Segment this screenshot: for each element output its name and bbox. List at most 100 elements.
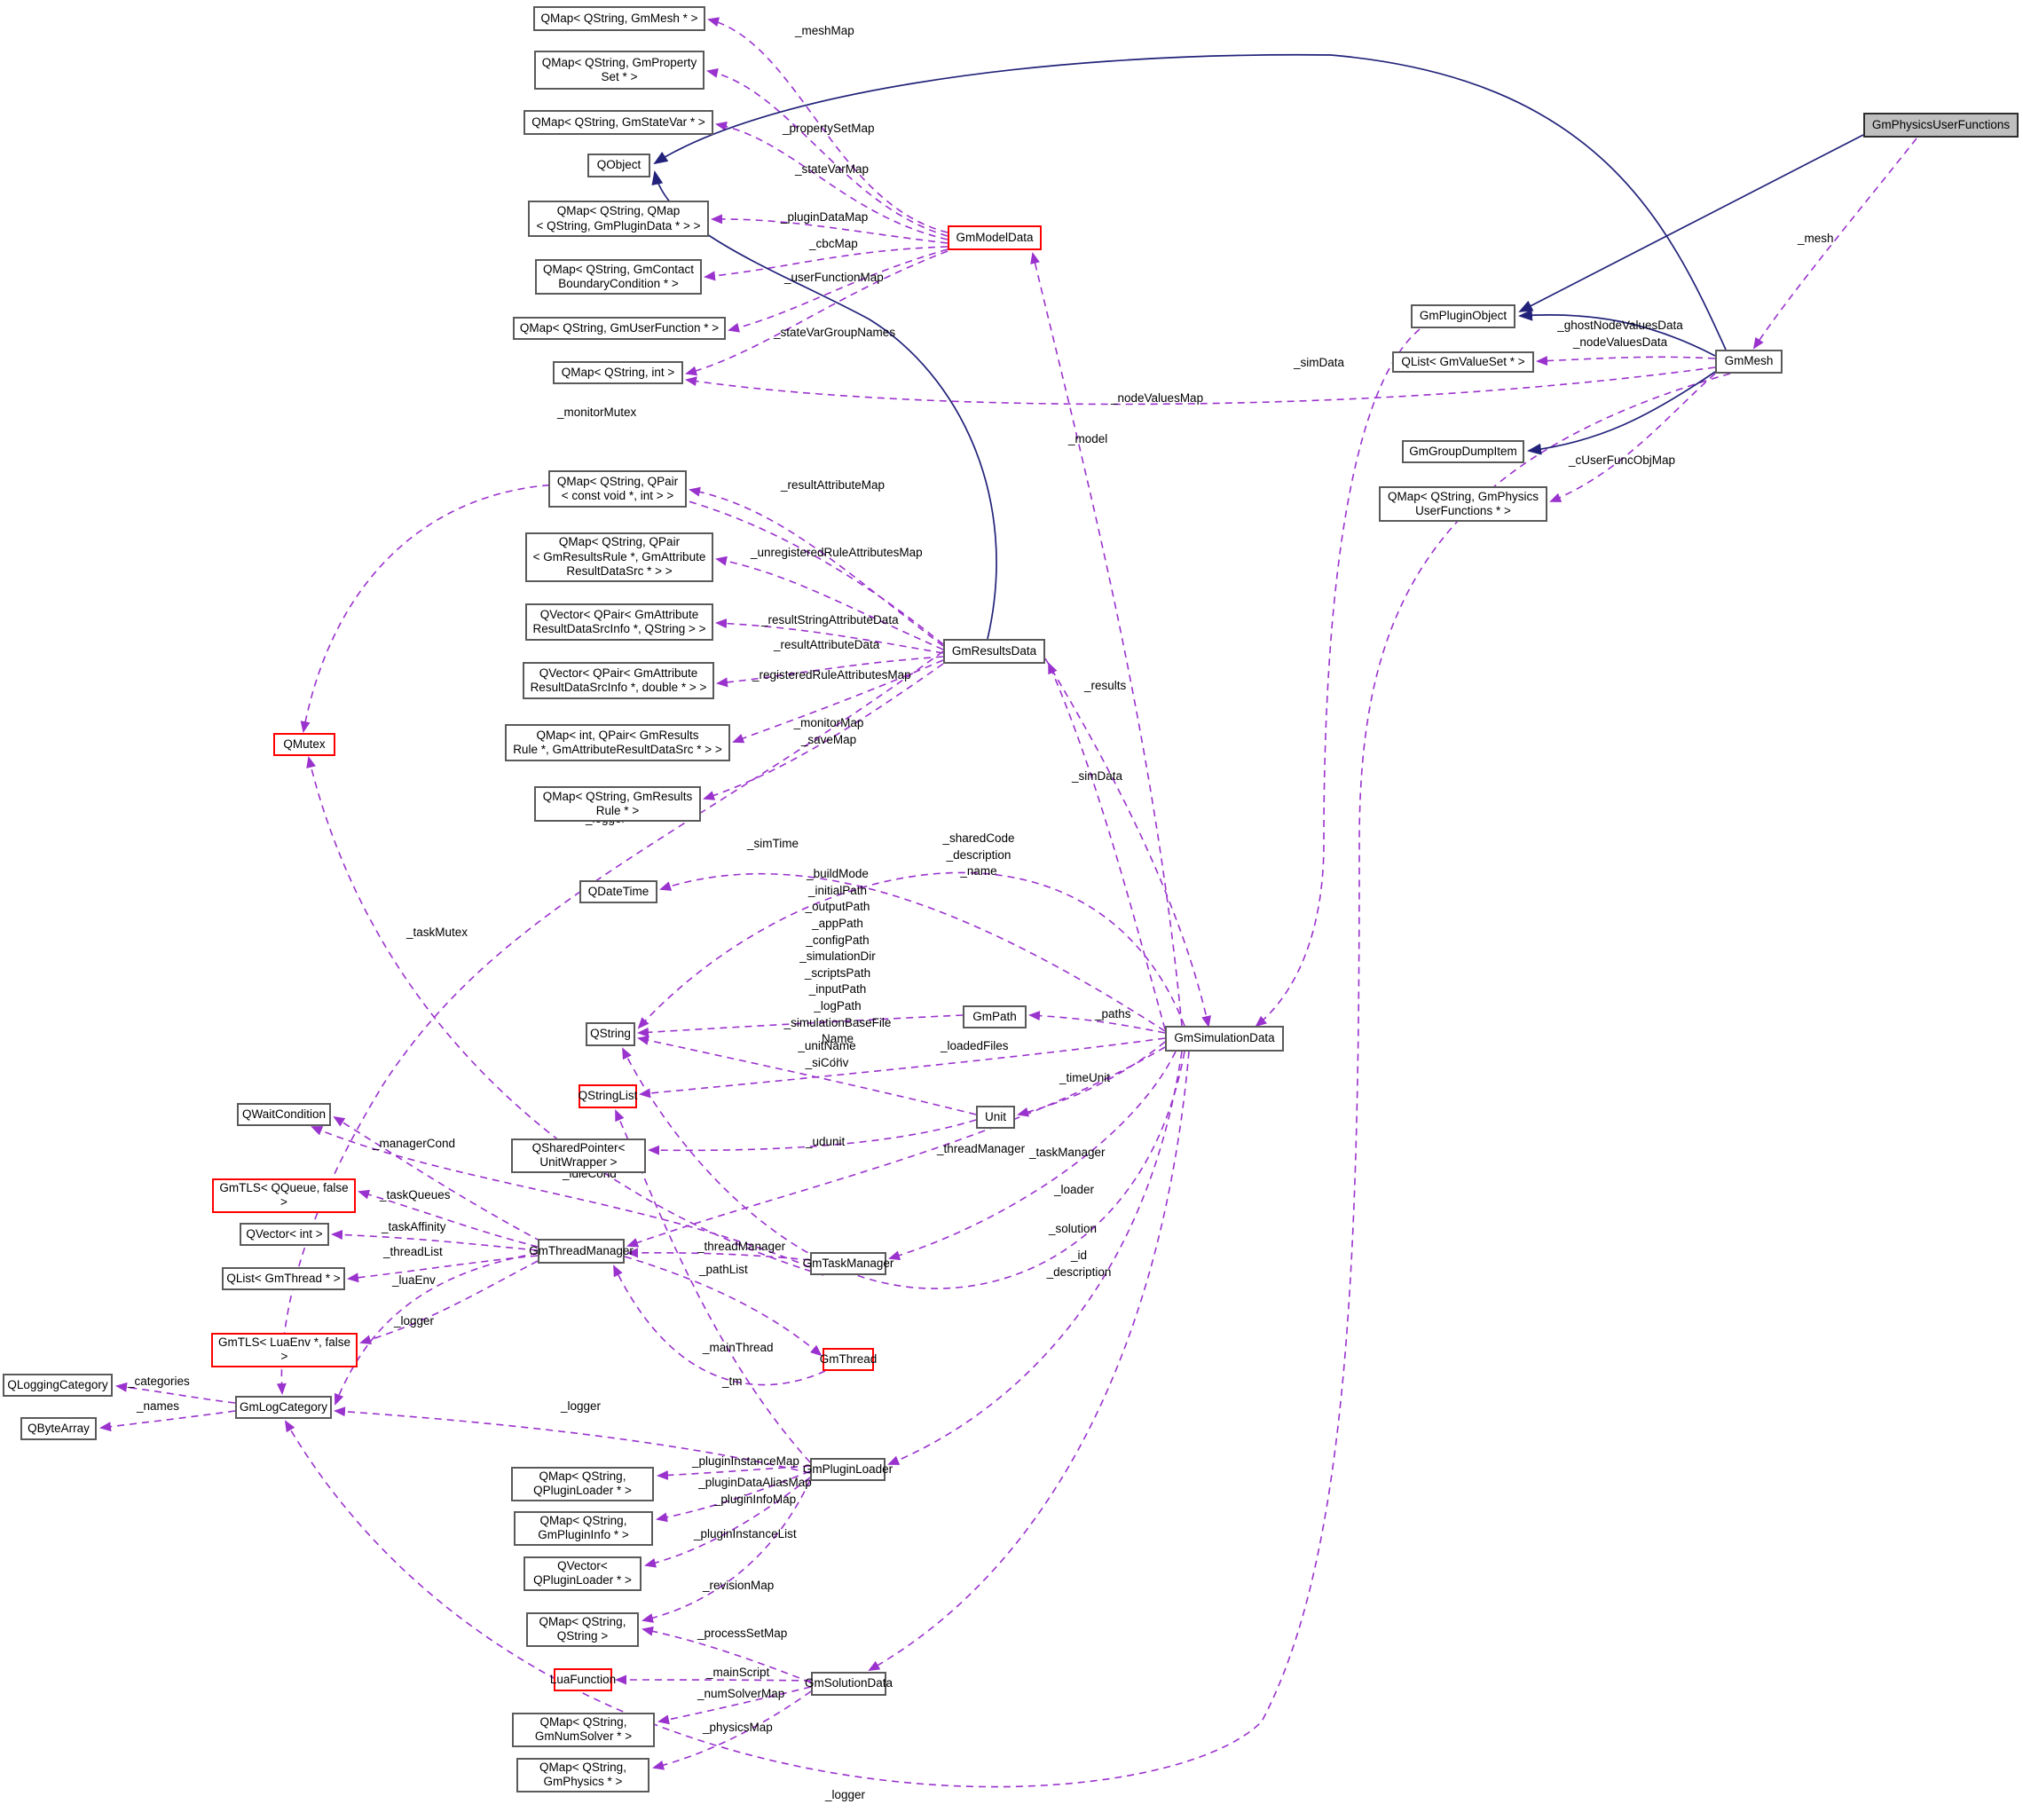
edge-label-cbcmap: _cbcMap (809, 237, 858, 250)
node-gmtaskmanager[interactable]: GmTaskManager (803, 1252, 893, 1275)
edge-userFunctionMap (728, 248, 949, 333)
node-qdatetime[interactable]: QDateTime (579, 880, 657, 903)
node-gmpluginobject[interactable]: GmPluginObject (1411, 304, 1515, 328)
node-qvector-qpluginloader[interactable]: QVector< QPluginLoader * > (523, 1556, 642, 1591)
node-qmap-qpair-rule[interactable]: QMap< QString, QPair < GmResultsRule *, … (525, 532, 713, 582)
edge-inherit-mesh-pluginobject (1518, 309, 1716, 357)
node-qmap-qstring-qstring[interactable]: QMap< QString, QString > (526, 1612, 639, 1647)
edge-categories (115, 1382, 236, 1404)
node-qlist-gmvalueset[interactable]: QList< GmValueSet * > (1392, 351, 1534, 373)
edge-propertySetMap (706, 67, 949, 237)
node-qobject[interactable]: QObject (587, 154, 650, 177)
edge-stateVarMap (715, 121, 949, 240)
node-qsharedpointer-unitwrapper[interactable]: QSharedPointer< UnitWrapper > (511, 1138, 646, 1173)
node-gmlogcategory[interactable]: GmLogCategory (235, 1396, 332, 1419)
node-gmtls-luaenv[interactable]: GmTLS< LuaEnv *, false > (211, 1333, 358, 1367)
node-qmap-gmplugindata[interactable]: QMap< QString, QMap < QString, GmPluginD… (528, 201, 709, 237)
edge-solution (868, 1051, 1190, 1671)
node-qmap-gmuserfunction[interactable]: QMap< QString, GmUserFunction * > (513, 317, 726, 340)
node-label-qlist-gmvalueset: QList< GmValueSet * > (1401, 354, 1525, 368)
node-qmap-gmmesh[interactable]: QMap< QString, GmMesh * > (533, 6, 705, 31)
node-qmap-qpair-constvoid[interactable]: QMap< QString, QPair < const void *, int… (548, 470, 687, 508)
edge-label-resultattributemap: _resultAttributeMap (781, 478, 886, 492)
node-label-gmpath: GmPath (972, 1009, 1017, 1023)
edge-label-mesh: _mesh (1798, 232, 1834, 245)
edge-label-names: _names (137, 1399, 180, 1413)
edge-paths (1028, 1011, 1166, 1034)
node-gmthreadmanager[interactable]: GmThreadManager (529, 1239, 634, 1264)
node-qvector-qpair-double[interactable]: QVector< QPair< GmAttribute ResultDataSr… (523, 662, 714, 699)
edge-label-threadmanager: _threadManager (937, 1142, 1026, 1155)
node-gmresultsdata[interactable]: GmResultsData (943, 639, 1045, 664)
edge-pluginInstanceList (644, 1477, 811, 1568)
node-gmthread[interactable]: GmThread (820, 1348, 877, 1371)
node-gmphysicsuserfunctions: GmPhysicsUserFunctions (1863, 113, 2019, 138)
node-qstringlist[interactable]: QStringList (579, 1084, 637, 1108)
node-label-qsharedpointer-unitwrapper: QSharedPointer< UnitWrapper > (531, 1141, 626, 1170)
edge-label-statevargroupnames: _stateVarGroupNames (774, 326, 896, 339)
node-label-qloggingcategory: QLoggingCategory (7, 1377, 108, 1391)
node-qmap-gmphysics[interactable]: QMap< QString, GmPhysics * > (516, 1758, 649, 1792)
edge-inherit-mesh-groupdumpitem (1527, 371, 1716, 455)
node-gmsimulationdata[interactable]: GmSimulationData (1165, 1026, 1284, 1052)
node-gmmesh[interactable]: GmMesh (1715, 350, 1783, 374)
node-qmap-gmphysicsuf[interactable]: QMap< QString, GmPhysics UserFunctions *… (1379, 486, 1547, 522)
node-label-qmap-gmplugininfo: QMap< QString, GmPluginInfo * > (538, 1514, 629, 1542)
node-luafunction[interactable]: LuaFunction (550, 1668, 616, 1691)
node-label-gmpluginloader: GmPluginLoader (802, 1462, 893, 1476)
node-label-gmresultsdata: GmResultsData (951, 643, 1037, 658)
edge-label-results: _results (1084, 679, 1127, 692)
node-qmap-gmproperty[interactable]: QMap< QString, GmProperty Set * > (534, 51, 705, 90)
edge-label-model: _model (1068, 432, 1108, 445)
edge-label-paths: _paths (1095, 1007, 1131, 1020)
edge-monitorMap-saveMap (703, 663, 944, 800)
edge-label-solution: _solution (1049, 1222, 1098, 1235)
edge-label-loader: _loader (1054, 1183, 1095, 1196)
node-label-qmap-qpair-rule: QMap< QString, QPair < GmResultsRule *, … (532, 535, 706, 579)
node-qmap-int[interactable]: QMap< QString, int > (553, 361, 683, 384)
node-qmap-gmresultsrule[interactable]: QMap< QString, GmResults Rule * > (534, 786, 701, 822)
node-qstring[interactable]: QString (586, 1022, 635, 1046)
node-label-qdatetime: QDateTime (587, 884, 649, 898)
node-qloggingcategory[interactable]: QLoggingCategory (3, 1374, 113, 1397)
node-label-qmap-gmmesh: QMap< QString, GmMesh * > (540, 11, 698, 25)
node-label-qmap-gmresultsrule: QMap< QString, GmResults Rule * > (542, 789, 693, 817)
edge-simData-results (1044, 658, 1211, 1028)
node-gmgroupdumpitem[interactable]: GmGroupDumpItem (1402, 440, 1524, 463)
node-qmap-gmcontact[interactable]: QMap< QString, GmContact BoundaryConditi… (535, 259, 702, 295)
node-gmmodeldata[interactable]: GmModelData (948, 225, 1042, 250)
edge-logger-resultsdata (276, 650, 944, 1395)
node-label-gmtaskmanager: GmTaskManager (802, 1256, 894, 1270)
edge-label-meshmap: _meshMap (795, 24, 854, 37)
node-gmsolutiondata[interactable]: GmSolutionData (805, 1672, 893, 1696)
node-qvector-int[interactable]: QVector< int > (240, 1223, 329, 1246)
node-gmpath[interactable]: GmPath (963, 1005, 1027, 1028)
node-qmap-qpluginloader[interactable]: QMap< QString, QPluginLoader * > (511, 1467, 654, 1501)
edge-id-description (622, 1047, 1185, 1289)
node-qmap-gmplugininfo[interactable]: QMap< QString, GmPluginInfo * > (514, 1511, 653, 1546)
node-label-qmap-gmproperty: QMap< QString, GmProperty Set * > (541, 55, 697, 83)
edge-cbcMap (704, 246, 949, 281)
node-label-gmlogcategory: GmLogCategory (239, 1399, 328, 1414)
node-qmutex[interactable]: QMutex (273, 733, 335, 756)
node-gmtls-qqueue[interactable]: GmTLS< QQueue, false > (212, 1178, 356, 1213)
node-qmap-gmnumsolver[interactable]: QMap< QString, GmNumSolver * > (512, 1713, 655, 1747)
edge-idleCond (311, 1126, 811, 1268)
node-label-gmsimulationdata: GmSimulationData (1174, 1031, 1275, 1045)
node-label-gmmesh: GmMesh (1724, 354, 1774, 368)
node-qwaitcondition[interactable]: QWaitCondition (237, 1103, 331, 1126)
edge-label-loadedfiles: _loadedFiles (941, 1039, 1009, 1052)
node-label-qvector-qpluginloader: QVector< QPluginLoader * > (533, 1559, 632, 1588)
edge-managerCond (333, 1115, 542, 1242)
edge-label-plugininstancemap: _pluginInstanceMap (692, 1454, 799, 1468)
node-qvector-qpair-string[interactable]: QVector< QPair< GmAttribute ResultDataSr… (525, 603, 713, 641)
edge-taskQueues (358, 1189, 539, 1248)
node-qmap-int-qpair[interactable]: QMap< int, QPair< GmResults Rule *, GmAt… (505, 724, 730, 761)
node-qbytearray[interactable]: QByteArray (20, 1417, 97, 1440)
node-label-gmgroupdumpitem: GmGroupDumpItem (1409, 444, 1517, 458)
node-unit[interactable]: Unit (976, 1106, 1015, 1129)
node-qlist-gmthread[interactable]: QList< GmThread * > (222, 1267, 345, 1290)
node-qmap-gmstatevar[interactable]: QMap< QString, GmStateVar * > (523, 110, 713, 135)
node-gmpluginloader[interactable]: GmPluginLoader (803, 1458, 893, 1481)
node-label-qstring: QString (590, 1027, 631, 1041)
